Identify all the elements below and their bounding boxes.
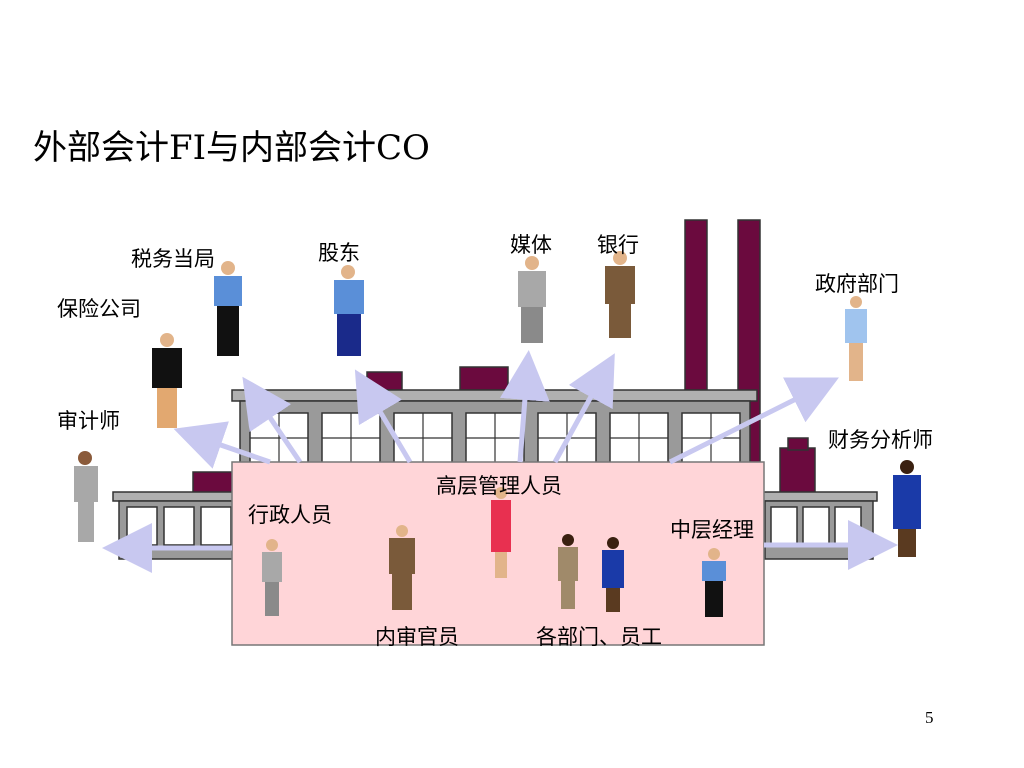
person-internal-auditor	[389, 525, 415, 610]
chimney-left	[684, 219, 708, 391]
arrow-government	[668, 377, 839, 465]
page-number: 5	[925, 708, 934, 727]
label-government: 政府部门	[815, 272, 899, 296]
label-auditors: 审计师	[57, 409, 120, 433]
arrow-auditors	[173, 421, 271, 469]
label-middle-managers: 中层经理	[670, 518, 754, 542]
label-financial-analysts: 财务分析师	[828, 428, 933, 452]
label-admin-staff: 行政人员	[248, 503, 332, 527]
roof-block-1	[366, 371, 403, 391]
label-shareholders: 股东	[318, 241, 360, 265]
left-wing-roof	[112, 491, 244, 502]
label-banks: 银行	[597, 233, 639, 257]
roof-block-3	[192, 471, 234, 495]
person-department-2	[602, 537, 624, 612]
person-analyst	[893, 460, 921, 557]
person-department-1	[558, 534, 578, 609]
person-tax-authority	[214, 261, 242, 356]
label-insurance: 保险公司	[57, 297, 141, 321]
arrow-banks	[552, 353, 615, 464]
person-government	[845, 296, 867, 381]
arrows	[102, 350, 898, 573]
roof-block-2	[459, 366, 509, 391]
chimney-small	[779, 447, 816, 494]
person-shareholder	[334, 265, 364, 356]
main-roof	[231, 389, 758, 402]
slide-title: 外部会计FI与内部会计CO	[33, 128, 430, 168]
person-media	[518, 256, 546, 343]
label-tax-authority: 税务当局	[131, 247, 215, 271]
person-senior-manager	[491, 487, 511, 578]
label-internal-auditors: 内审官员	[375, 625, 459, 649]
person-admin	[262, 539, 282, 616]
person-auditor	[74, 451, 98, 542]
chimney-small-top	[787, 437, 809, 451]
arrow-shareholders	[354, 369, 413, 464]
person-middle-manager	[702, 548, 726, 617]
person-bank	[605, 251, 635, 338]
label-departments-staff: 各部门、员工	[536, 625, 662, 649]
arrow-media	[499, 350, 550, 463]
person-insurance	[152, 333, 182, 428]
arrow-tax-authority	[242, 376, 303, 464]
right-wing-roof	[761, 491, 878, 502]
label-media: 媒体	[510, 233, 552, 257]
label-senior-management: 高层管理人员	[436, 474, 562, 498]
